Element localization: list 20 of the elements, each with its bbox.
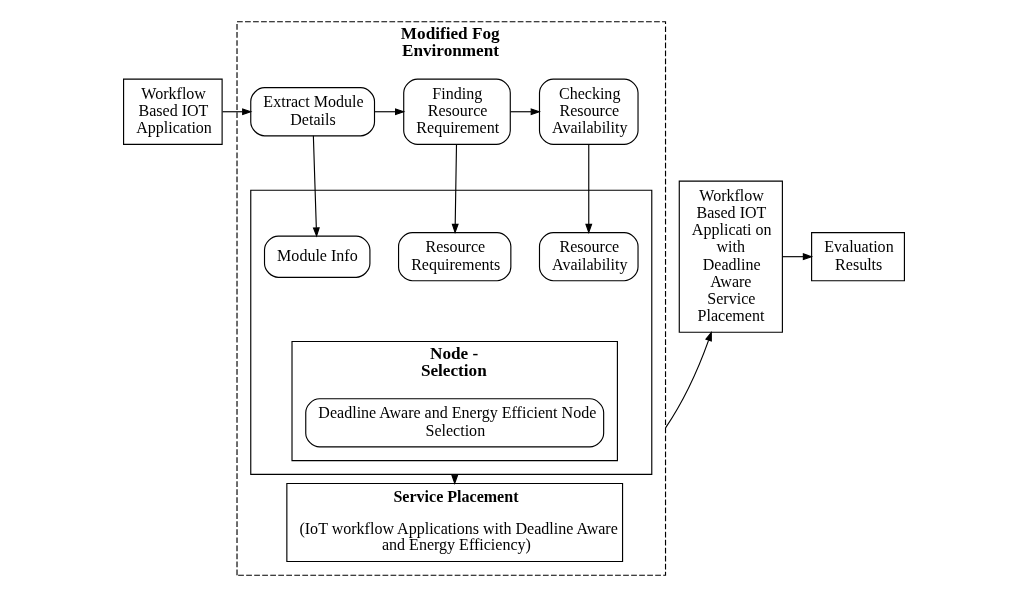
arrow [451,474,459,485]
node-box: Resource Requirements [398,232,512,282]
node-box: Workflow Based IOT Applicati on with Deadline Aware Service Placement [678,180,783,333]
node-box: Module Info [263,235,371,278]
node-box: Resource Availability [538,232,639,282]
arrow [781,253,814,261]
arrow [585,143,593,235]
node-box: Checking Resource Availability [538,78,639,145]
node-box: Extract Module Details [250,87,376,137]
node-box: Finding Resource Requirement [403,78,511,145]
arrow [374,108,406,116]
node-box: Deadline Aware and Energy Efficient Node Selection [305,398,605,448]
arrow [221,108,253,116]
arrow [509,108,541,116]
node-box: Workflow Based IOT Application [123,78,223,145]
node-box: Evaluation Results [811,232,905,282]
arrow [451,143,459,235]
node-box: Service Placement (IoT workflow Applications with Deadline Aware and Energy Efficiency) [286,482,624,563]
arrow [664,330,712,429]
arrow [312,135,320,238]
